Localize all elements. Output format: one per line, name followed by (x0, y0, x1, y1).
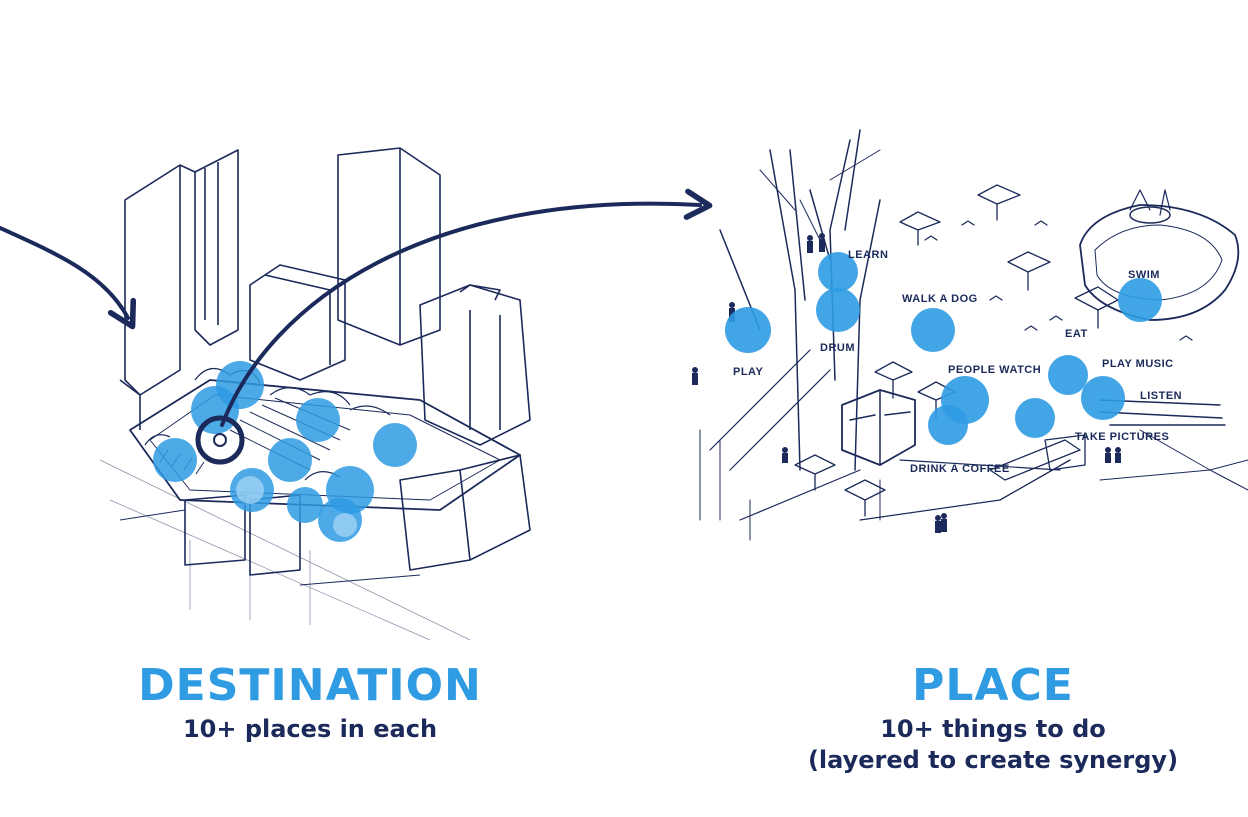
label-eat: EAT (1065, 328, 1088, 340)
label-take-pictures: TAKE PICTURES (1075, 431, 1169, 443)
place-sketch (700, 130, 1248, 540)
dot-listen (1081, 376, 1125, 420)
destination-sketch (100, 148, 530, 640)
entry-arrow (0, 228, 128, 318)
place-title: PLACE (793, 660, 1193, 712)
destination-title: DESTINATION (110, 660, 510, 712)
place-subtitle-line1: 10+ things to do (743, 714, 1243, 744)
dot-drink-a-coffee (928, 405, 968, 445)
tower-tall (338, 148, 440, 345)
dot-swim (1118, 278, 1162, 322)
label-play-music: PLAY MUSIC (1102, 358, 1174, 370)
tower-mid (195, 150, 238, 345)
place-subtitle-line2: (layered to create synergy) (743, 745, 1243, 775)
building-right (420, 285, 530, 445)
zoom-arrow (222, 204, 700, 425)
place-activity-dots (725, 252, 1162, 445)
dot-walk-a-dog (911, 308, 955, 352)
dot-play-music (1048, 355, 1088, 395)
label-play: PLAY (733, 366, 763, 378)
tower-left (125, 165, 180, 395)
label-learn: LEARN (848, 249, 888, 261)
label-drum: DRUM (820, 342, 855, 354)
coffee-kiosk (842, 390, 915, 465)
dot-take-pictures (1015, 398, 1055, 438)
label-swim: SWIM (1128, 269, 1160, 281)
destination-subtitle: 10+ places in each (110, 714, 510, 744)
dot-drum (816, 288, 860, 332)
label-people-watch: PEOPLE WATCH (948, 364, 1041, 376)
label-listen: LISTEN (1140, 390, 1182, 402)
label-walk-a-dog: WALK A DOG (902, 293, 978, 305)
label-drink-a-coffee: DRINK A COFFEE (910, 463, 1010, 475)
dot-play (725, 307, 771, 353)
